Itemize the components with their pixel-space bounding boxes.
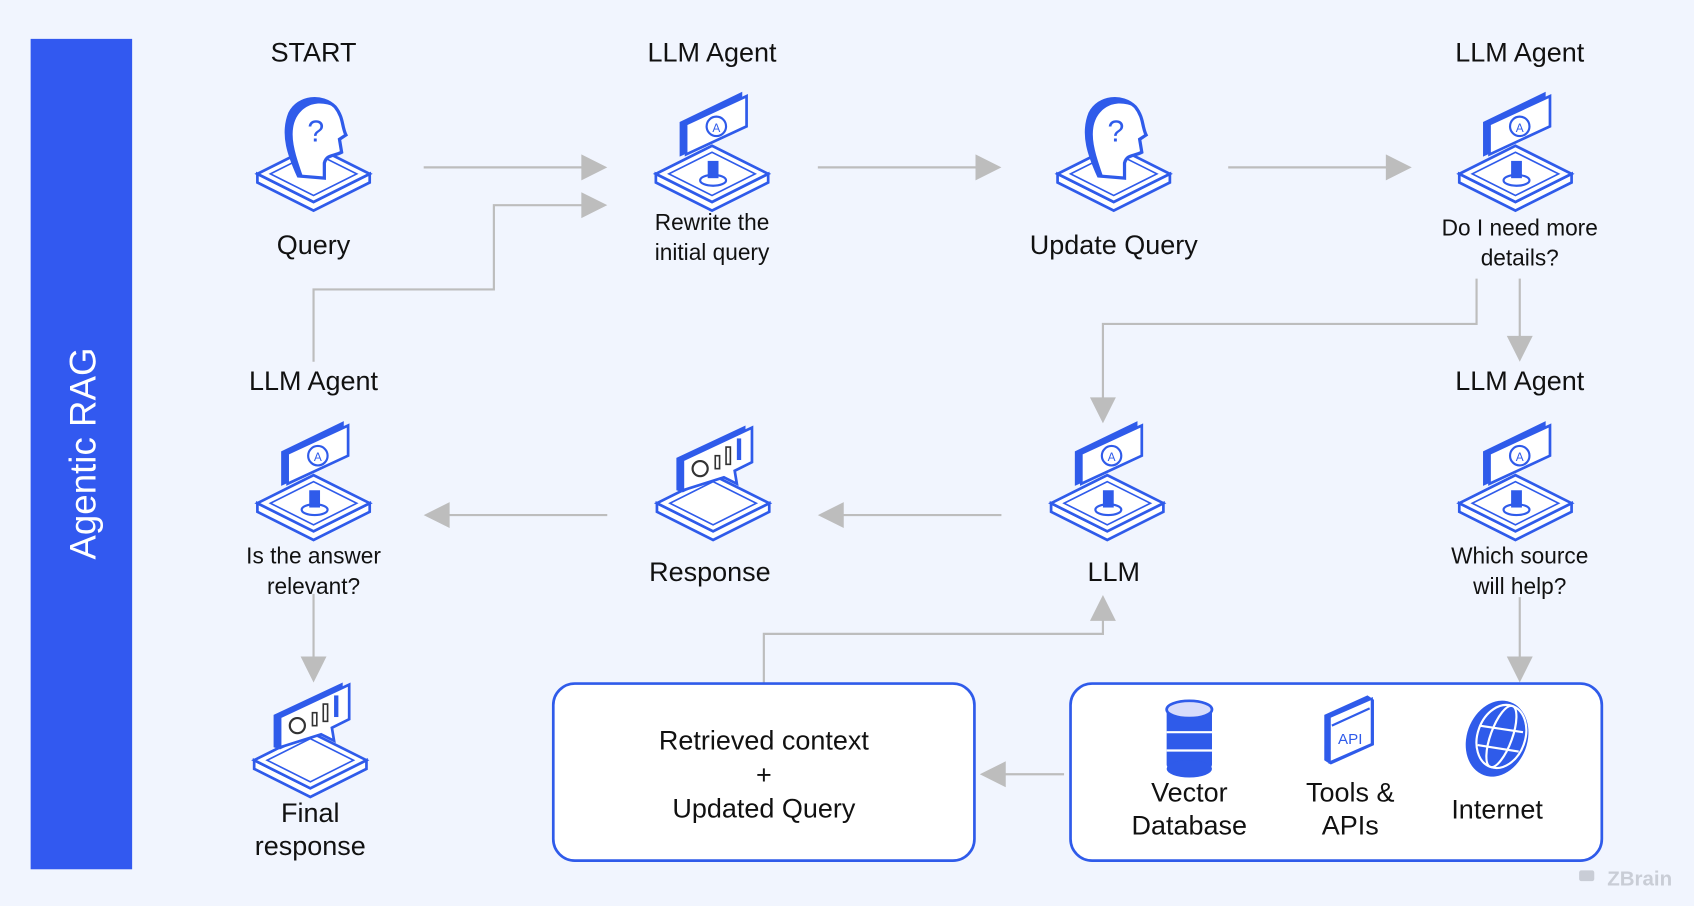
node-label: Which source <box>1451 543 1588 569</box>
node-label: LLM <box>1087 557 1140 587</box>
chart-speech-icon <box>657 425 769 539</box>
ai-monitor-icon <box>1051 421 1163 540</box>
database-icon <box>1165 699 1214 778</box>
chart-speech-icon <box>254 682 366 796</box>
node-label: Rewrite the <box>655 209 770 235</box>
node-label: Do I need more <box>1442 214 1598 240</box>
context-box: Retrieved context + Updated Query <box>551 682 976 862</box>
node-label: response <box>255 831 366 861</box>
node-label: Response <box>649 557 771 587</box>
arrow-context-to-llm <box>762 618 1105 683</box>
node-header: LLM Agent <box>648 38 778 68</box>
sidebar-banner <box>30 38 133 870</box>
node-source: LLM Agent Which source will help? <box>1451 366 1588 599</box>
node-label: Is the answer <box>246 543 381 569</box>
sources-box: Vector Database API Tools & APIs Interne… <box>1069 682 1604 862</box>
source-label: Database <box>1132 811 1248 841</box>
ai-monitor-icon <box>656 92 768 211</box>
source-label: Internet <box>1451 795 1543 825</box>
context-line: Retrieved context <box>659 725 869 755</box>
node-header: START <box>271 38 357 68</box>
arrow-relevant-to-rewrite <box>312 204 584 362</box>
node-label: Final <box>281 798 339 828</box>
node-label: will help? <box>1472 573 1566 599</box>
node-start: START Query <box>257 38 369 260</box>
globe-icon <box>1465 700 1529 777</box>
source-label: Vector <box>1151 777 1228 807</box>
node-details: LLM Agent Do I need more details? <box>1442 38 1598 271</box>
svg-text:ZBrain: ZBrain <box>1607 867 1672 890</box>
ai-monitor-icon <box>1459 92 1571 211</box>
ai-monitor-icon <box>1459 421 1571 540</box>
context-line: + <box>756 760 772 790</box>
node-response: Response <box>649 425 771 587</box>
ai-monitor-icon <box>257 421 369 540</box>
node-label: details? <box>1481 245 1559 271</box>
node-label: relevant? <box>267 573 360 599</box>
node-llm: LLM <box>1051 421 1163 587</box>
head-question-icon <box>1058 99 1170 211</box>
source-label: APIs <box>1322 811 1379 841</box>
source-label: Tools & <box>1306 777 1395 807</box>
api-icon-text: API <box>1338 731 1362 748</box>
node-label: Query <box>277 230 351 260</box>
api-icon: API <box>1324 695 1374 765</box>
arrow-details-to-llm <box>1101 278 1478 400</box>
zbrain-logo: ZBrain <box>1579 867 1672 890</box>
node-header: LLM Agent <box>1455 38 1585 68</box>
node-header: LLM Agent <box>1455 366 1585 396</box>
node-rewrite: LLM Agent Rewrite the initial query <box>648 38 778 266</box>
context-line: Updated Query <box>672 793 856 823</box>
node-header: LLM Agent <box>249 366 379 396</box>
arrows <box>300 154 1533 788</box>
node-update: Update Query <box>1030 99 1199 260</box>
node-label: initial query <box>655 239 770 265</box>
node-final: Final response <box>254 682 366 861</box>
node-label: Update Query <box>1030 230 1199 260</box>
head-question-icon <box>257 99 369 211</box>
sidebar-title: Agentic RAG <box>62 347 103 559</box>
node-relevant: LLM Agent Is the answer relevant? <box>246 366 381 599</box>
